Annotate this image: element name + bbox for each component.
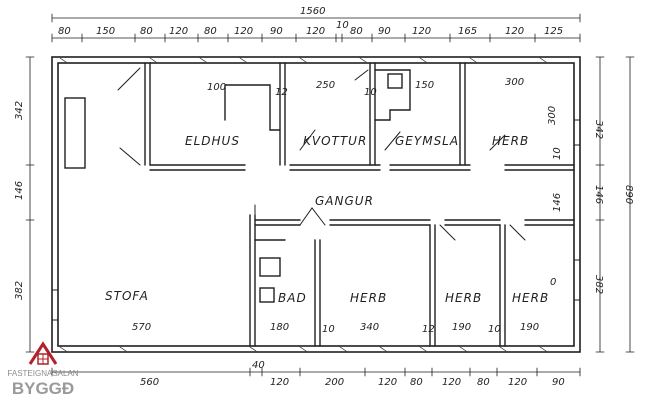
room-label-stofa: STOFA bbox=[105, 289, 149, 303]
room-label-gangur: GANGUR bbox=[315, 194, 374, 208]
right-overall-dim: 890 bbox=[623, 185, 634, 204]
inner-dim: 10 bbox=[488, 324, 501, 335]
top-dim: 120 bbox=[234, 26, 253, 37]
top-dim: 90 bbox=[378, 26, 391, 37]
top-dim: 125 bbox=[544, 26, 563, 37]
right-dim: 342 bbox=[593, 120, 604, 139]
room-label-herb-1: HERB bbox=[350, 291, 387, 305]
side-dimension-labels: 342 146 382 342 146 382 890 bbox=[14, 101, 634, 300]
windows bbox=[51, 56, 581, 353]
inner-dim: 570 bbox=[132, 322, 151, 333]
top-dim: 120 bbox=[169, 26, 188, 37]
bottom-dim: 90 bbox=[552, 377, 565, 388]
outer-walls bbox=[51, 56, 581, 353]
top-dim: 80 bbox=[204, 26, 217, 37]
bottom-dim: 120 bbox=[442, 377, 461, 388]
logo-line1: FASTEIGNASALAN bbox=[7, 369, 78, 378]
inner-dim: 10 bbox=[322, 324, 335, 335]
inner-dim: 12 bbox=[275, 87, 288, 98]
room-label-bad: BAD bbox=[278, 291, 307, 305]
top-dim: 90 bbox=[270, 26, 283, 37]
top-dim: 10 bbox=[336, 20, 349, 31]
left-dim: 382 bbox=[14, 281, 25, 300]
room-label-herb-3: HERB bbox=[512, 291, 549, 305]
inner-dim: 300 bbox=[505, 77, 524, 88]
inner-dim: 146 bbox=[552, 193, 563, 212]
logo-line2: BYGGÐ bbox=[12, 379, 74, 398]
inner-dim: 190 bbox=[452, 322, 471, 333]
bottom-dim: 80 bbox=[410, 377, 423, 388]
inner-dim: 250 bbox=[316, 80, 335, 91]
room-label-herb-2: HERB bbox=[445, 291, 482, 305]
inner-dim: 0 bbox=[550, 277, 556, 288]
overall-width-label: 1560 bbox=[300, 6, 325, 17]
house-logo-icon: FASTEIGNASALAN BYGGÐ bbox=[7, 341, 79, 398]
left-dim: 146 bbox=[14, 181, 25, 200]
left-dim: 342 bbox=[14, 101, 25, 120]
inner-dimension-labels: 100 12 250 10 150 300 300 10 146 0 570 1… bbox=[132, 77, 563, 335]
inner-dim: 190 bbox=[520, 322, 539, 333]
bottom-dim: 120 bbox=[508, 377, 527, 388]
inner-dim: 180 bbox=[270, 322, 289, 333]
room-label-eldhus: ELDHUS bbox=[185, 134, 240, 148]
room-label-geymsla: GEYMSLA bbox=[395, 134, 459, 148]
inner-dim: 10 bbox=[364, 87, 377, 98]
bottom-dim: 120 bbox=[378, 377, 397, 388]
bottom-dim: 80 bbox=[477, 377, 490, 388]
top-dim: 150 bbox=[96, 26, 115, 37]
top-dim: 80 bbox=[58, 26, 71, 37]
inner-dim: 100 bbox=[207, 82, 226, 93]
top-dim: 120 bbox=[412, 26, 431, 37]
bottom-dim: 120 bbox=[270, 377, 289, 388]
dimension-lines bbox=[25, 13, 635, 377]
inner-dim: 340 bbox=[360, 322, 379, 333]
top-dim: 120 bbox=[505, 26, 524, 37]
wall-hatching bbox=[59, 57, 547, 352]
inner-dim: 300 bbox=[547, 106, 558, 125]
doors bbox=[117, 67, 526, 241]
top-dim: 80 bbox=[350, 26, 363, 37]
top-dim: 120 bbox=[306, 26, 325, 37]
right-dim: 146 bbox=[593, 185, 604, 204]
bottom-dim: 40 bbox=[252, 360, 265, 371]
inner-dim: 10 bbox=[552, 147, 563, 160]
room-labels: ELDHUS KVOTTUR GEYMSLA HERB GANGUR STOFA… bbox=[105, 134, 549, 305]
top-dim: 80 bbox=[140, 26, 153, 37]
top-dim: 165 bbox=[458, 26, 477, 37]
bottom-dim: 560 bbox=[140, 377, 159, 388]
bottom-dim: 200 bbox=[325, 377, 344, 388]
inner-dim: 12 bbox=[422, 324, 435, 335]
brand-logo: FASTEIGNASALAN BYGGÐ bbox=[4, 340, 82, 400]
room-label-kvottur: KVOTTUR bbox=[303, 134, 367, 148]
bottom-dimension-labels: 560 40 120 200 120 80 120 80 120 90 bbox=[140, 360, 565, 388]
interior-walls bbox=[64, 62, 575, 347]
top-dimension-labels: 1560 80 150 80 120 80 120 90 120 10 80 9… bbox=[58, 6, 563, 37]
room-label-herb-top: HERB bbox=[492, 134, 529, 148]
inner-dim: 150 bbox=[415, 80, 434, 91]
right-dim: 382 bbox=[593, 275, 604, 294]
